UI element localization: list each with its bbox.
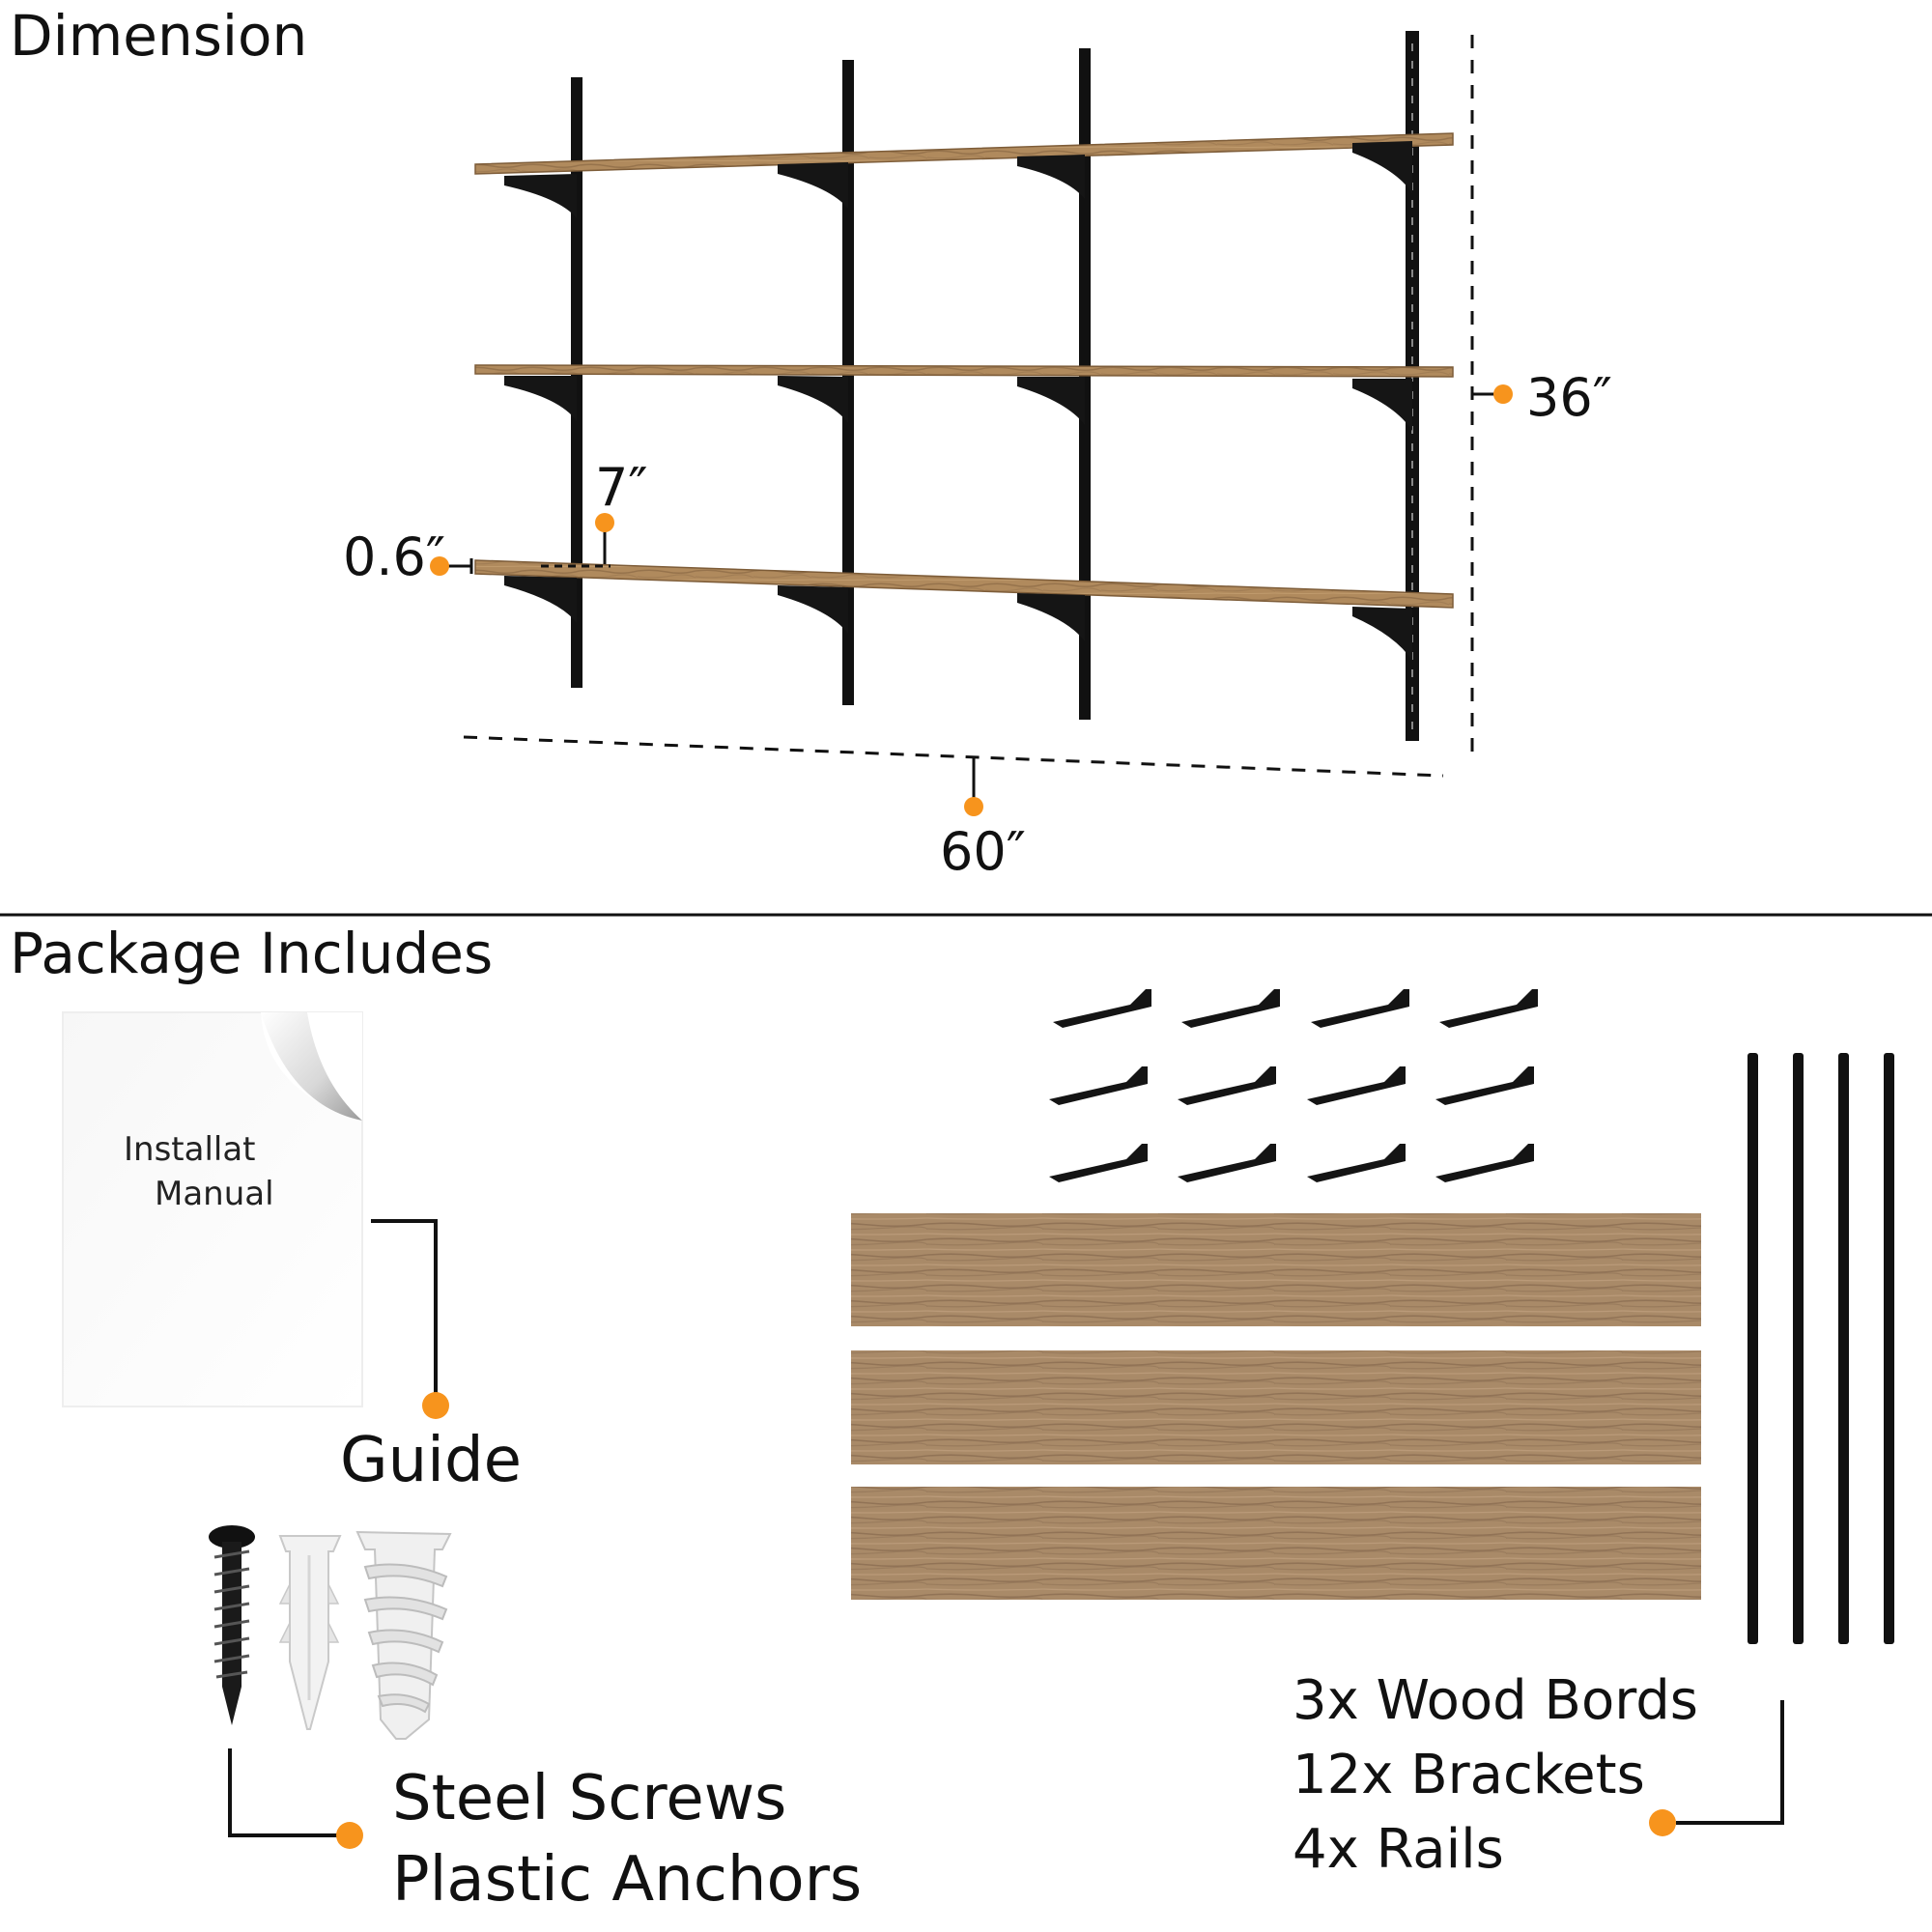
steel-screw-image	[209, 1525, 255, 1725]
contents-connector	[1649, 1700, 1784, 1836]
height-label: 36″	[1526, 367, 1612, 428]
shelf-brackets	[504, 141, 1412, 661]
manual-title-line2: Manual	[155, 1175, 274, 1213]
width-dashed-line	[463, 735, 1444, 778]
guide-label: Guide	[340, 1425, 522, 1496]
installation-manual-image	[62, 1011, 363, 1407]
bracket	[1017, 377, 1085, 425]
rail	[1838, 1053, 1849, 1644]
bracket	[504, 376, 577, 421]
brackets-label: 12x Brackets	[1293, 1744, 1645, 1806]
depth-dot	[595, 513, 614, 532]
hardware-connector	[228, 1748, 363, 1849]
bracket-set-image	[1049, 989, 1538, 1182]
hardware-dot	[336, 1822, 363, 1849]
plastic-anchor-image	[278, 1535, 342, 1730]
contents-dot	[1649, 1809, 1676, 1836]
manual-title-line1: Installat	[124, 1130, 256, 1169]
bracket	[778, 162, 848, 209]
shelf-top	[474, 132, 1454, 175]
wood-boards-image	[851, 1213, 1701, 1600]
wood-boards-label: 3x Wood Bords	[1293, 1669, 1698, 1732]
guide-connector	[371, 1219, 449, 1419]
thickness-label: 0.6″	[343, 526, 446, 587]
wood-board	[851, 1213, 1701, 1326]
drywall-anchor-image	[355, 1530, 452, 1740]
dimension-dots	[430, 384, 1513, 816]
bracket	[1352, 607, 1412, 661]
guide-dot	[422, 1392, 449, 1419]
rails-label: 4x Rails	[1293, 1818, 1504, 1881]
shelf-bottom	[474, 559, 1454, 609]
bracket	[1352, 141, 1412, 193]
bracket	[1017, 155, 1085, 199]
rail	[1747, 1053, 1758, 1644]
depth-label: 7″	[595, 457, 648, 518]
bracket	[1017, 593, 1085, 641]
rail	[1884, 1053, 1894, 1644]
thickness-dot	[430, 556, 449, 576]
steel-screws-label: Steel Screws	[392, 1763, 787, 1834]
dimension-title: Dimension	[10, 3, 308, 69]
wood-board	[851, 1350, 1701, 1464]
package-title: Package Includes	[10, 921, 494, 986]
shelf-middle	[474, 364, 1454, 378]
bracket	[1352, 379, 1412, 431]
width-label: 60″	[940, 821, 1026, 882]
height-dot	[1493, 384, 1513, 404]
bracket	[778, 376, 848, 423]
bracket	[778, 585, 848, 634]
bracket	[504, 576, 577, 623]
wood-board	[851, 1487, 1701, 1600]
width-dot	[964, 797, 983, 816]
rail	[1793, 1053, 1804, 1644]
rails-image	[1747, 1053, 1894, 1644]
plastic-anchors-label: Plastic Anchors	[392, 1844, 863, 1916]
bracket	[504, 174, 577, 218]
